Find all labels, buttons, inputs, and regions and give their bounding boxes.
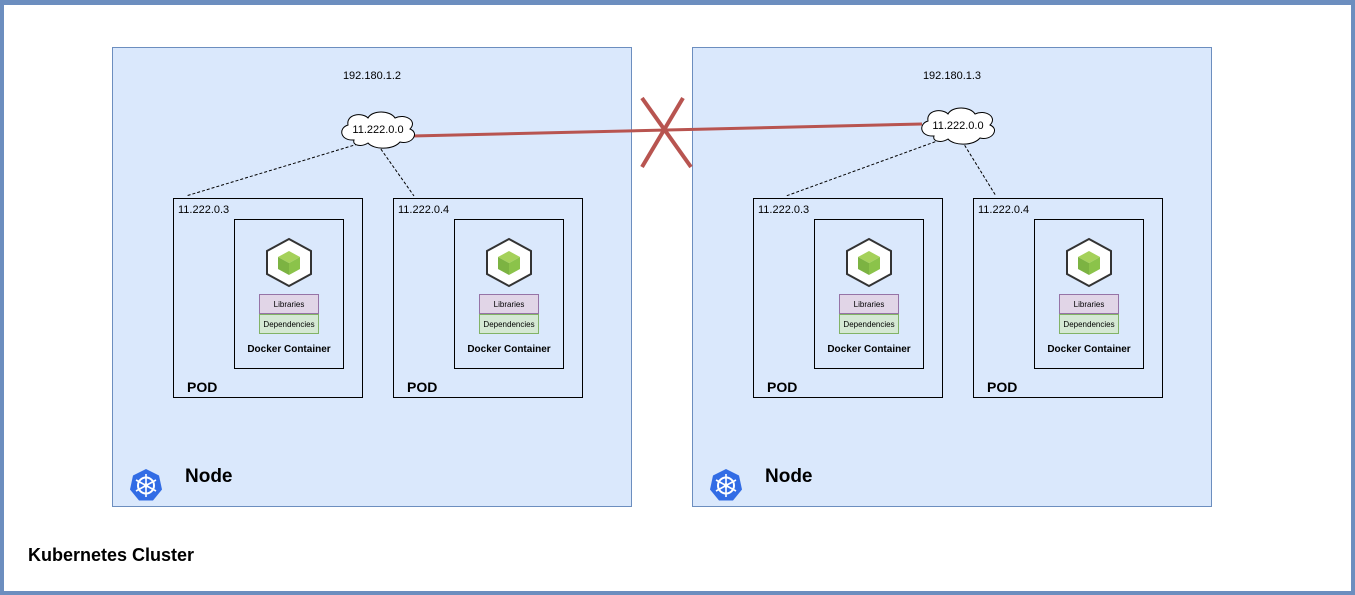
pod-title: POD [767,379,798,395]
node-ip: 192.180.1.2 [342,70,402,82]
dependencies-layer: Dependencies [839,314,899,334]
cluster-title: Kubernetes Cluster [28,545,195,565]
node-title: Node [185,466,233,487]
pod-2: 11.222.0.4 Libraries Dependencies Docker… [393,198,583,398]
dependencies-layer: Dependencies [259,314,319,334]
pod-ip: 11.222.0.3 [758,204,810,216]
container-cube-icon [486,237,532,288]
node-2: 192.180.1.3 11.222.0.3 Libraries Depende… [692,47,1212,507]
container-cube-icon [1066,237,1112,288]
node-title: Node [765,466,813,487]
pod-1: 11.222.0.3 Libraries Dependencies Docker… [173,198,363,398]
pod-2: 11.222.0.4 Libraries Dependencies Docker… [973,198,1163,398]
kubernetes-icon [710,469,742,501]
libraries-layer: Libraries [259,294,319,314]
pod-ip: 11.222.0.3 [178,204,230,216]
docker-container: Libraries Dependencies Docker Container [234,219,344,369]
docker-container: Libraries Dependencies Docker Container [814,219,924,369]
libraries-layer: Libraries [1059,294,1119,314]
dependencies-layer: Dependencies [479,314,539,334]
dependencies-layer: Dependencies [1059,314,1119,334]
pod-title: POD [987,379,1018,395]
libraries-layer: Libraries [479,294,539,314]
pod-title: POD [407,379,438,395]
container-title: Docker Container [1047,344,1131,355]
docker-container: Libraries Dependencies Docker Container [454,219,564,369]
container-title: Docker Container [827,344,911,355]
container-title: Docker Container [247,344,331,355]
pod-ip: 11.222.0.4 [398,204,450,216]
node-ip: 192.180.1.3 [922,70,982,82]
pod-ip: 11.222.0.4 [978,204,1030,216]
container-cube-icon [846,237,892,288]
docker-container: Libraries Dependencies Docker Container [1034,219,1144,369]
pod-1: 11.222.0.3 Libraries Dependencies Docker… [753,198,943,398]
node-1: 192.180.1.2 11.222.0.3 Libraries Depende… [112,47,632,507]
pod-title: POD [187,379,218,395]
container-title: Docker Container [467,344,551,355]
kubernetes-icon [130,469,162,501]
libraries-layer: Libraries [839,294,899,314]
container-cube-icon [266,237,312,288]
